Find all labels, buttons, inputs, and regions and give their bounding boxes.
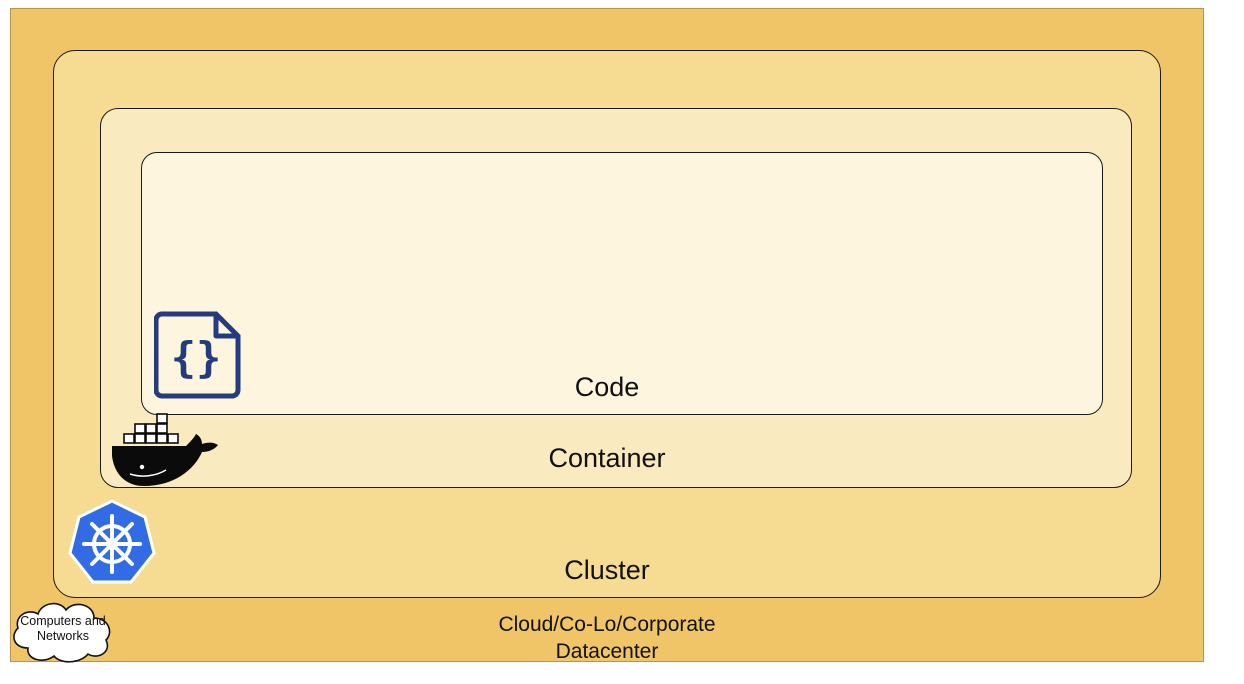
code-label: Code [574, 372, 640, 402]
cloud-icon [13, 602, 111, 663]
cloud-node-label-line2: Networks [36, 629, 90, 643]
kubernetes-helm-icon [68, 499, 156, 584]
cloud-node-label-line1: Computers and [20, 614, 106, 628]
svg-text:{}: {} [171, 333, 222, 382]
cloud-node-label: Computers and Networks [14, 614, 112, 644]
cropped-caption-strip [0, 0, 1244, 8]
docker-whale-icon [112, 413, 218, 486]
datacenter-label: Cloud/Co-Lo/Corporate Datacenter [457, 611, 757, 665]
container-label: Container [548, 443, 666, 473]
cluster-label: Cluster [564, 555, 650, 585]
code-layer [141, 152, 1103, 415]
code-file-icon: {} [154, 311, 241, 399]
datacenter-label-line2: Datacenter [555, 640, 659, 663]
datacenter-label-line1: Cloud/Co-Lo/Corporate [498, 613, 716, 636]
